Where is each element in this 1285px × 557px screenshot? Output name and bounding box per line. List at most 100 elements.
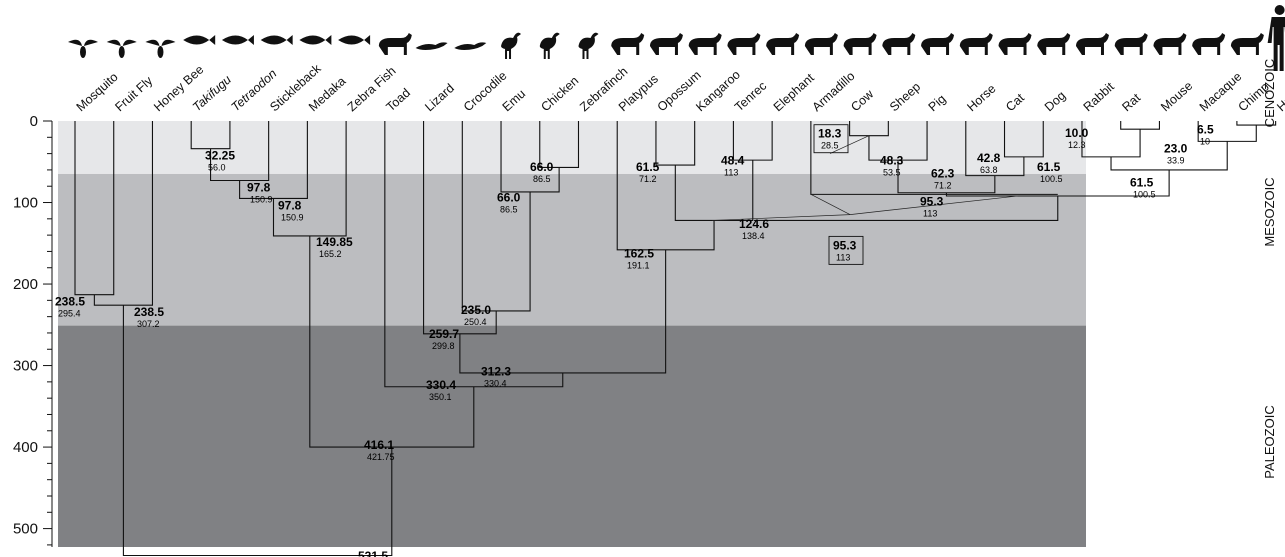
branch-bilaterians [122,305,393,557]
lizard-icon [415,42,448,50]
node-value: 66.0 [497,190,521,204]
node-value: 149.85 [316,235,353,249]
elephant-icon [766,33,800,55]
armadillo-icon [804,33,838,55]
node-value: 95.3 [833,238,857,252]
axis-tick-label: 300 [13,358,38,375]
axis-tick-label: 100 [13,195,38,212]
animal-silhouettes [68,5,1285,71]
platypus-icon [611,33,645,55]
taxon-label-dog: Dog [1042,88,1068,114]
node-range: 150.9 [281,212,304,222]
node-value: 95.3 [920,194,944,208]
tenrec-icon [727,33,761,55]
node-range: 165.2 [319,249,342,259]
node-range: 113 [923,208,937,218]
branch-rat-mouse [1120,121,1160,130]
taxon-label-horse: Horse [964,81,998,114]
axis-tick-label: 400 [13,439,38,456]
branch-sauropsids [423,121,497,335]
cow-icon [843,33,877,55]
emu-icon [501,32,522,59]
node-box [828,235,864,265]
node-range: 307.2 [137,319,160,329]
node-box [813,124,849,154]
node-range: 421.75 [367,452,395,462]
node-label-neognath: 66.086.5 [530,160,554,184]
era-label-paleozoic: PALEOZOIC [1262,405,1277,478]
node-value: 48.3 [880,154,904,168]
node-value: 32.25 [205,149,235,163]
taxon-label-pig: Pig [926,92,949,115]
tree-branches [74,121,1277,557]
tetraodon-icon [221,35,254,45]
node-label-bilaterians: 531.5551.8 [358,549,388,557]
node-range: 12.3 [1068,140,1086,150]
taxon-label-sheep: Sheep [887,80,923,115]
stickleback-icon [260,35,293,45]
opossum-icon [649,33,683,55]
node-range: 350.1 [429,392,452,402]
branch-placental-join [754,195,1059,222]
axis-tick-label: 200 [13,276,38,293]
alt-branch-0 [712,214,851,221]
taxon-label-cow: Cow [848,86,877,114]
taxon-label-elephant: Elephant [771,70,817,114]
taxon-label-tenrec: Tenrec [732,79,769,115]
macaque-icon [1192,33,1226,55]
node-value: 97.8 [247,181,271,195]
taxon-label-cat: Cat [1003,90,1027,114]
node-value: 312.3 [481,365,511,379]
axis-tick-label: 0 [30,113,38,130]
era-label-mesozoic: MESOZOIC [1262,177,1277,246]
node-value: 238.5 [55,295,85,309]
sheep-icon [882,33,916,55]
node-value: 531.5 [358,549,388,557]
zebra-fish-icon [338,35,371,45]
node-range: 71.2 [639,174,657,184]
branch-neognath [539,121,580,169]
taxon-label-rabbit: Rabbit [1081,79,1118,114]
node-range: 33.9 [1167,155,1185,165]
node-range: 299.8 [432,341,455,351]
node-value: 124.6 [739,217,769,231]
axis-tick-label: 500 [13,521,38,538]
branch-birds [500,121,560,193]
taxon-label-lizard: Lizard [422,81,457,114]
node-value: 235.0 [461,303,491,317]
node-label-primates: 23.033.9 [1164,141,1188,165]
node-value: 18.3 [818,127,842,141]
era-band-paleozoic [58,325,1086,547]
node-range: 28.5 [821,141,839,151]
node-range: 250.4 [464,317,487,327]
node-value: 62.3 [931,167,955,181]
node-value: 162.5 [624,247,654,261]
node-value: 238.5 [134,305,164,319]
geologic-era-bands [58,121,1086,547]
branch-teleosts [272,121,347,237]
node-value: 10.0 [1065,126,1089,140]
chimp-icon [1230,33,1264,55]
node-range: 63.8 [980,165,998,175]
node-range: 330.4 [484,379,507,389]
taxon-label-toad: Toad [383,86,413,115]
chicken-icon [539,32,560,59]
alt-branch-cow-sheep [829,135,870,154]
crocodile-icon [454,42,487,50]
node-value: 42.8 [977,151,1001,165]
